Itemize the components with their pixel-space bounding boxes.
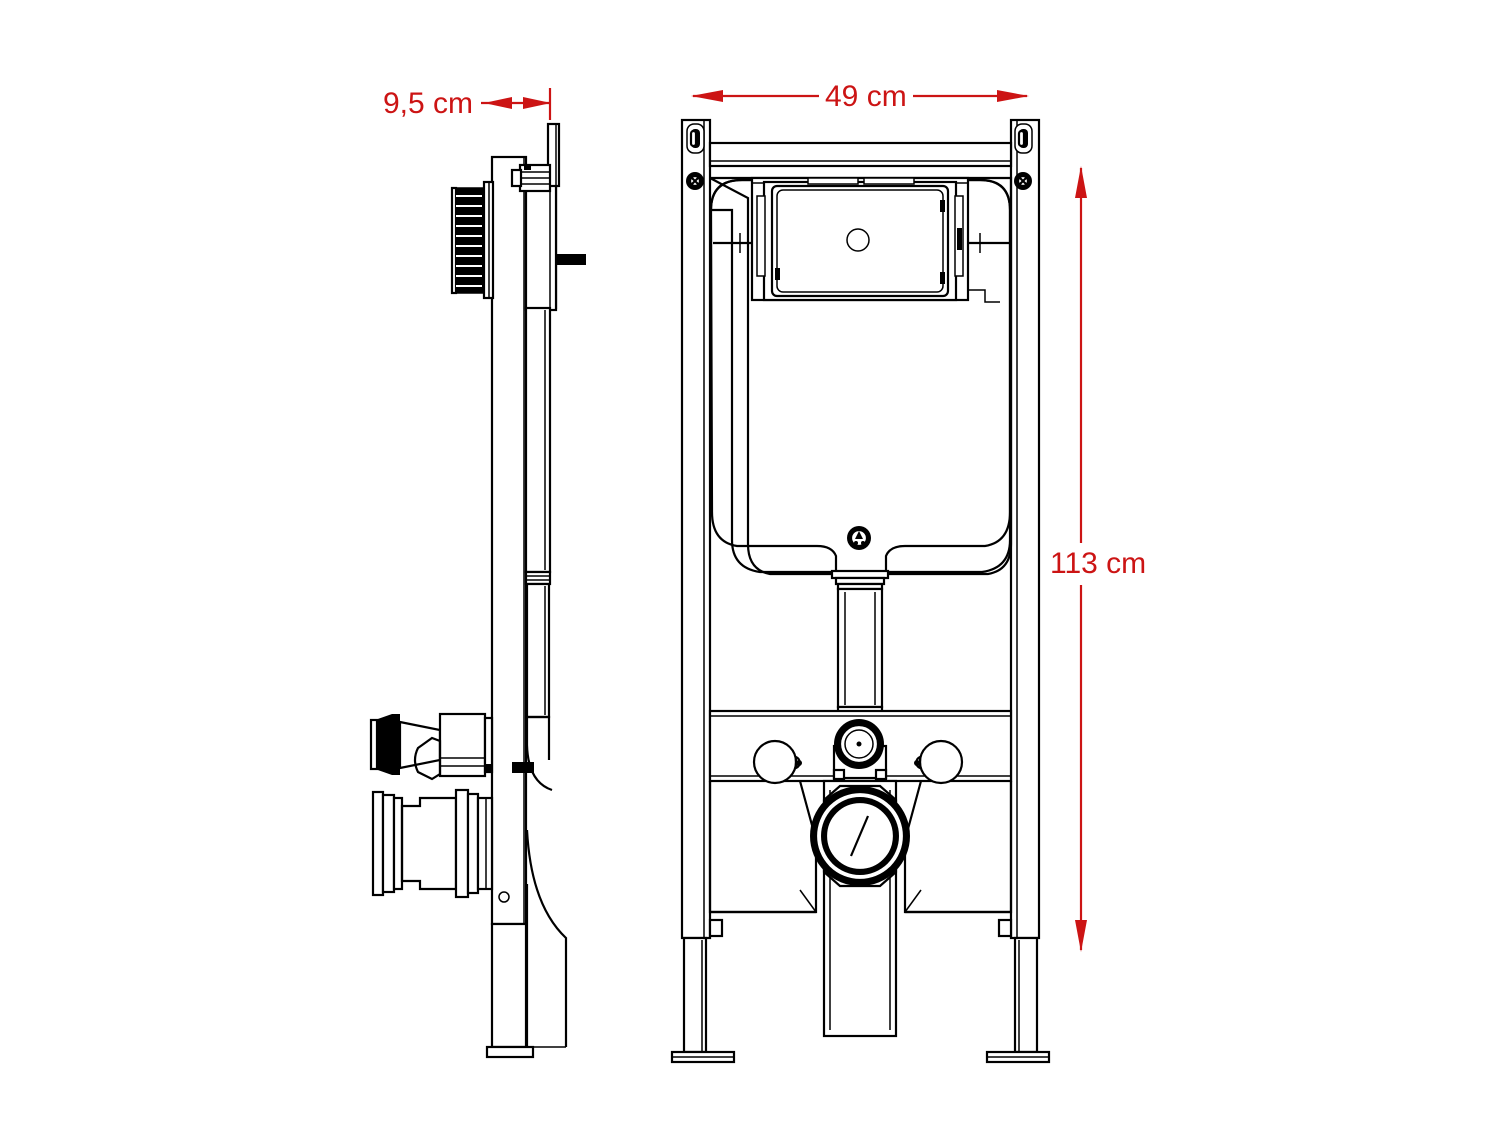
front-post-left (680, 118, 712, 940)
side-frame-upright (490, 155, 528, 926)
dimension-depth-label: 9,5 cm (383, 87, 474, 120)
front-elevation-view (670, 118, 1051, 1064)
side-cistern-body (524, 167, 558, 586)
side-stud-lower (512, 762, 534, 773)
side-water-inlet-valve (369, 712, 494, 781)
side-waste-spigot (371, 788, 494, 899)
side-flush-pipe (525, 582, 553, 792)
side-inspection-collar (450, 180, 495, 300)
front-flush-collar (832, 719, 888, 781)
dimension-width-label: 49 cm (819, 80, 913, 114)
side-waste-bend (525, 829, 568, 1048)
front-mounting-bracket-left (686, 123, 705, 190)
front-mounting-bracket-right (1014, 123, 1033, 190)
front-waste-outlet (810, 779, 910, 1038)
front-wc-bolt-right (914, 739, 964, 785)
side-elevation-view (369, 122, 586, 1059)
front-flush-pipe (830, 569, 890, 720)
front-cistern-body (709, 176, 1013, 576)
side-stud-upper (556, 254, 586, 265)
dimension-depth (481, 88, 552, 120)
side-flush-plate-connector (510, 122, 561, 193)
front-inspection-opening (713, 176, 1009, 303)
front-pin-left (708, 918, 724, 938)
front-top-rail (708, 141, 1013, 168)
front-support-gussets (708, 780, 1013, 914)
cistern-logo (847, 526, 871, 550)
front-post-right (1009, 118, 1041, 940)
dimension-height-label: 113 cm (1044, 543, 1153, 585)
front-pin-right (997, 918, 1013, 938)
front-leg-left (670, 936, 736, 1064)
front-leg-right (985, 936, 1051, 1064)
front-wc-bolt-left (752, 739, 802, 785)
